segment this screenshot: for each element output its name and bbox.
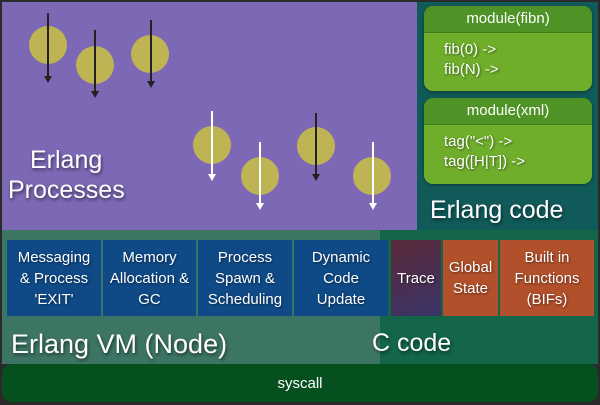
block-line: Trace [397,269,435,287]
erlang-vm-title: Erlang VM (Node) [11,329,228,359]
c-code-label: C code [372,329,452,357]
block-line: (BIFs) [526,290,568,308]
code-line: tag([H|T]) -> [444,153,525,170]
module-header: module(fibn) [424,6,592,33]
block-trace: Trace [391,240,441,316]
message-arrow-icon [147,20,155,88]
block-line: Dynamic [311,248,371,266]
code-line: fib(0) -> [444,41,497,58]
message-arrow-icon [208,111,216,181]
block-line: GC [138,290,161,308]
block-line: 'EXIT' [34,290,74,308]
processes-label-line2: Processes [8,176,125,204]
module-fibn: module(fibn) fib(0) -> fib(N) -> [424,6,592,91]
block-line: Scheduling [207,290,283,308]
code-line: fib(N) -> [444,61,499,78]
module-xml: module(xml) tag("<") -> tag([H|T]) -> [424,98,592,184]
message-arrow-icon [369,142,377,210]
block-line: Messaging [17,248,91,266]
message-arrow-icon [44,13,52,83]
block-line: Allocation & [109,269,190,287]
block-line: Code [323,269,359,287]
processes-label-line1: Erlang [30,146,103,174]
block-line: Process [217,248,273,266]
block-line: & Process [19,269,89,287]
message-arrow-icon [256,142,264,210]
block-line: Built in [524,248,570,266]
message-arrow-icon [91,30,99,98]
erlang-code-title: Erlang code [430,196,564,224]
block-line: Update [316,290,366,308]
block-messaging: Messaging & Process 'EXIT' [7,240,101,316]
block-line: Spawn & [214,269,276,287]
module-header: module(xml) [424,98,592,125]
block-line: State [452,280,488,297]
code-line: tag("<") -> [444,133,513,150]
block-bifs: Built in Functions (BIFs) [500,240,594,316]
syscall-layer: syscall [2,364,598,402]
block-line: Functions [514,269,580,287]
erlang-processes-region [2,2,417,230]
block-line: Memory [122,248,177,266]
syscall-label: syscall [277,374,323,392]
block-line: Global [448,259,493,276]
message-arrow-icon [312,113,320,181]
